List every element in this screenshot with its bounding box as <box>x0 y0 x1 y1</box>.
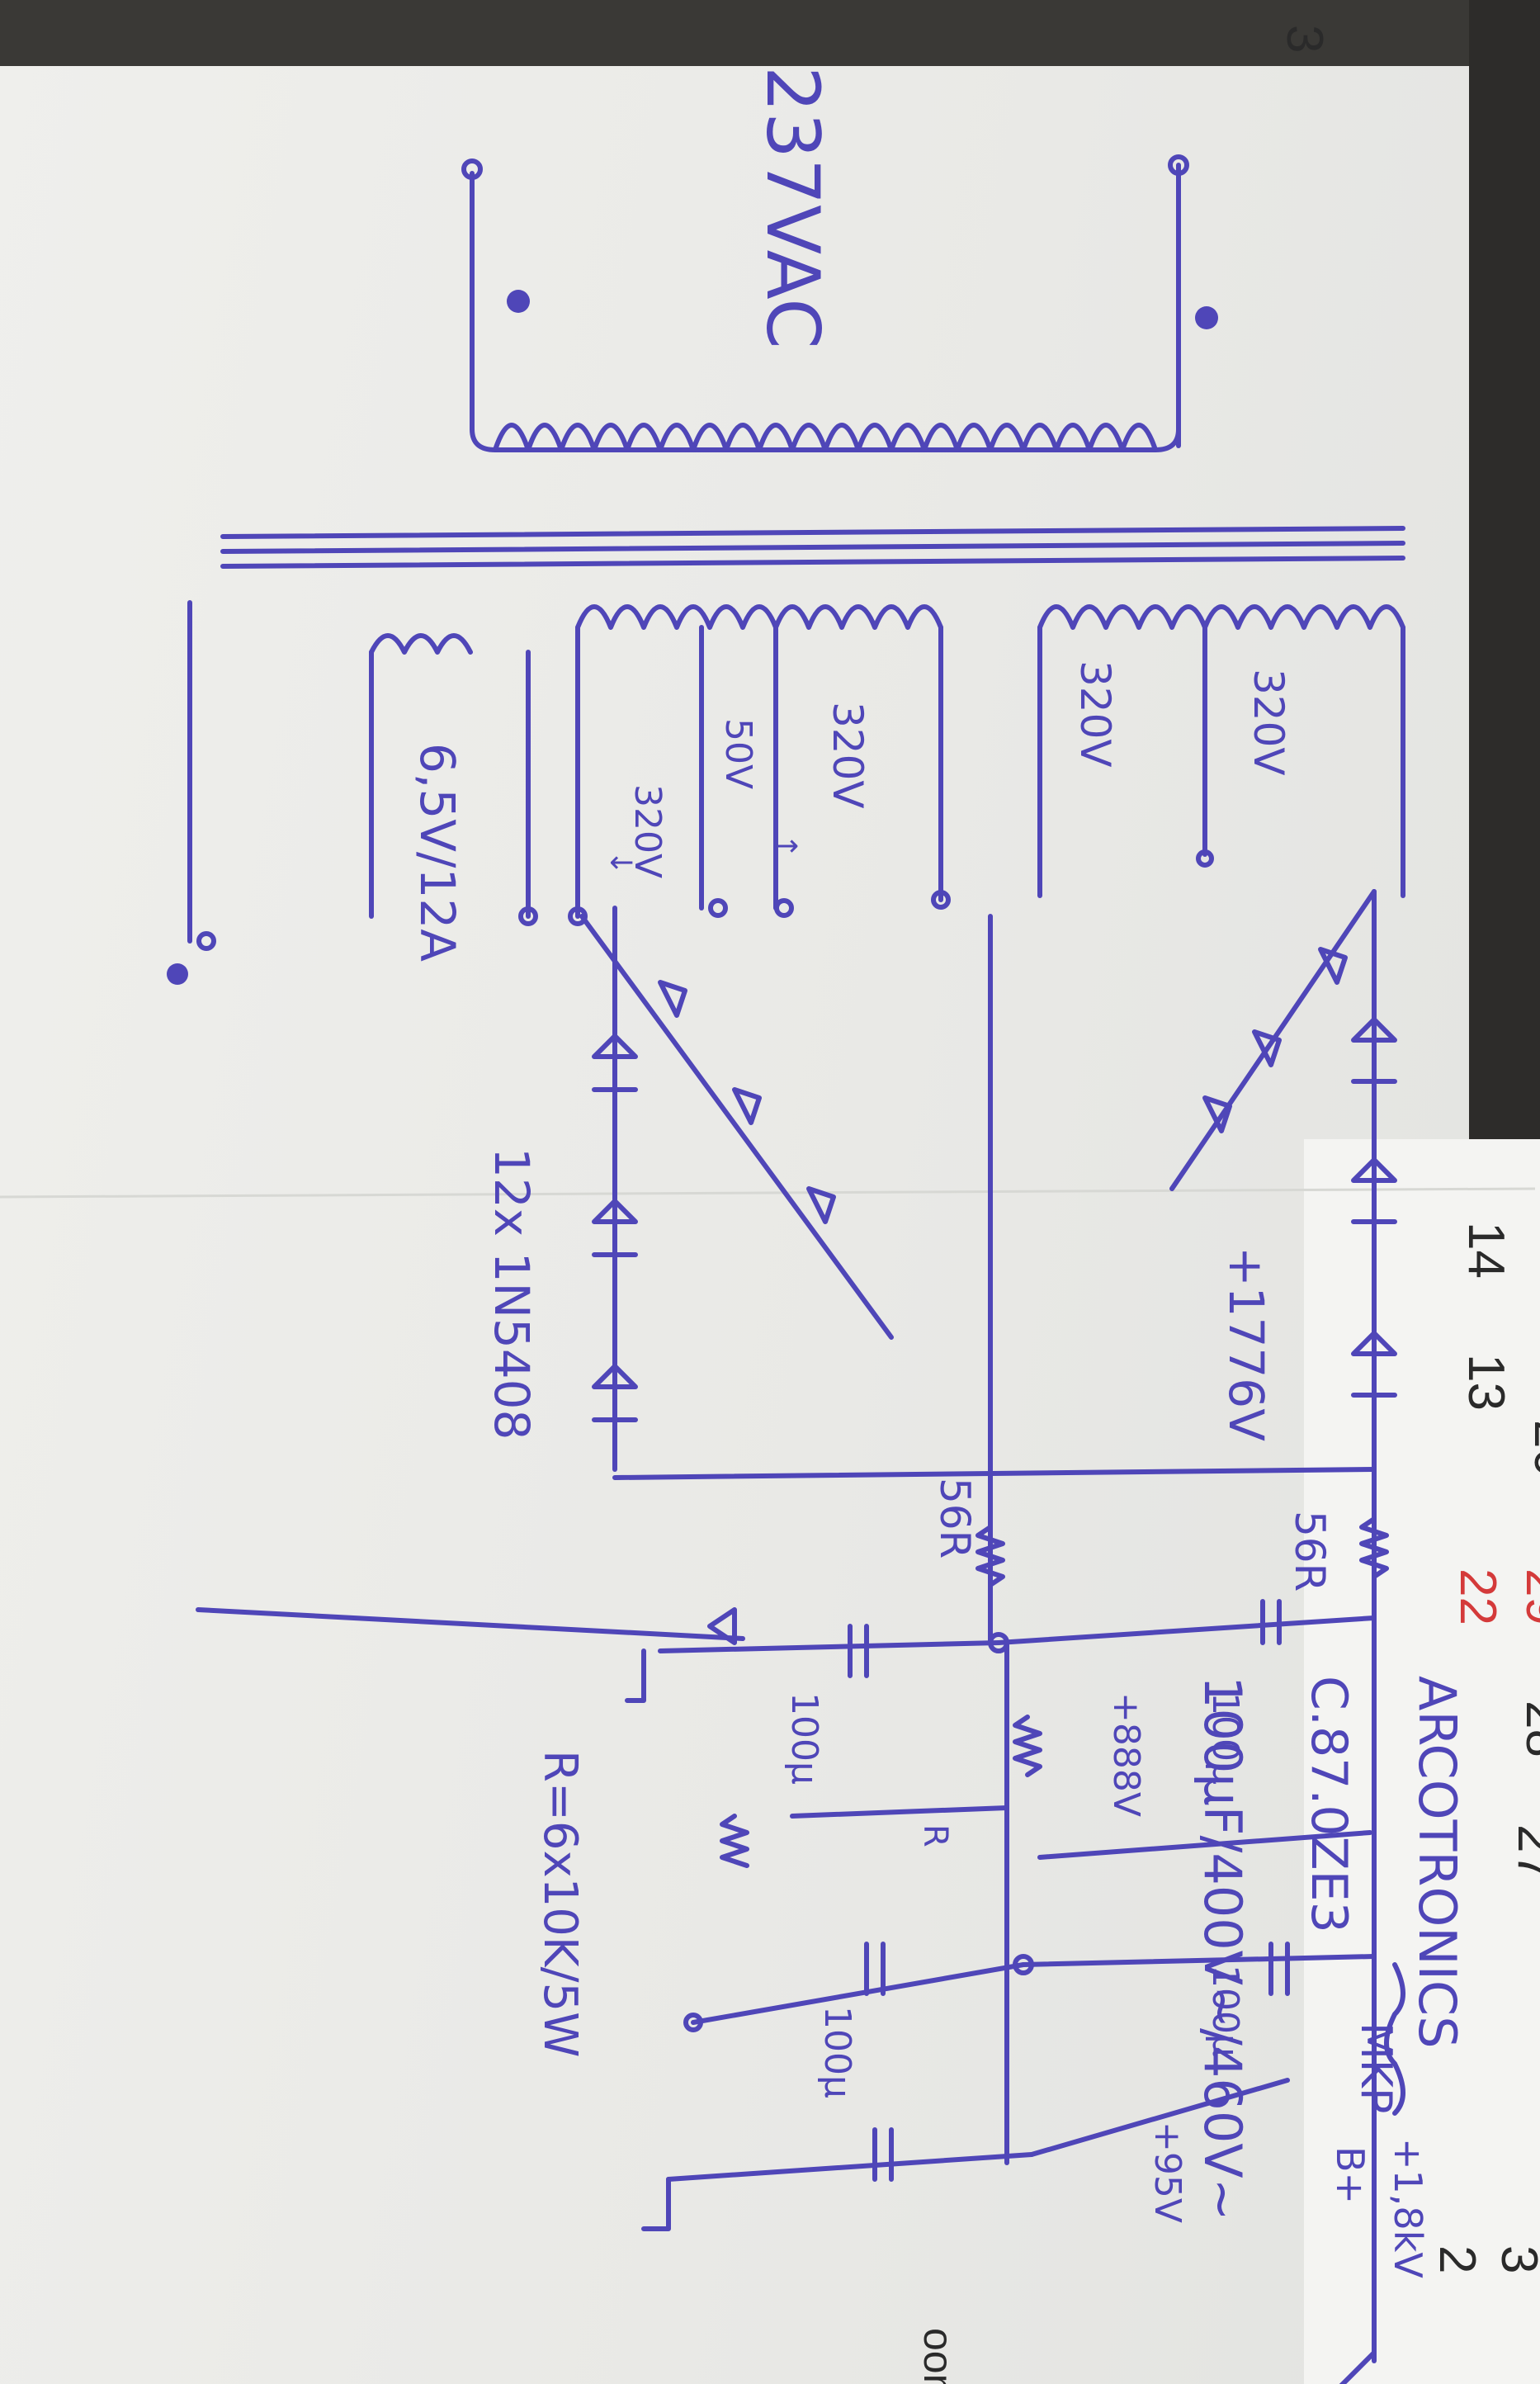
tap-888v-label: +888V <box>1105 1692 1147 1817</box>
fold-line <box>0 1187 1536 1199</box>
cap-type-label: MKP <box>1351 2022 1401 2113</box>
tap-95v-label: +95V <box>1146 2121 1188 2223</box>
resistor-56r-mid-label: 56R <box>931 1478 979 1559</box>
calendar-13: 13 <box>1457 1354 1514 1411</box>
winding-320v-label-c: 320V <box>824 702 872 809</box>
calendar-2: 2 <box>1429 2245 1486 2273</box>
output-bplus-voltage-label: +1,8kV <box>1386 2138 1430 2278</box>
mains-voltage-label: 237VAC <box>750 66 835 349</box>
photo-edge-right <box>1469 0 1540 1156</box>
secondary-winding-hv <box>1037 604 1405 898</box>
winding-320v-tap-label: 320V <box>626 784 668 878</box>
cap-100u-label-d: 100μ <box>816 2006 858 2098</box>
calendar-14: 14 <box>1457 1222 1514 1279</box>
primary-winding <box>461 154 1218 452</box>
calendar-3b: 3 <box>1276 25 1333 53</box>
output-bus <box>612 914 1389 2363</box>
calendar-3: 3 <box>1490 2245 1540 2273</box>
cap-100u-label-b: 100μ <box>783 1692 825 1785</box>
resistor-value-label: R=6x10K/5W <box>533 1750 587 2057</box>
output-1776v-label: +1776V <box>1218 1246 1274 1441</box>
winding-50v-label: 50V <box>717 718 759 789</box>
cap-100u-label-a: 100μ <box>1204 1692 1246 1785</box>
winding-320v-label-a: 320V <box>1245 669 1292 776</box>
diode-chain-bottom <box>579 906 894 1472</box>
calendar-word: oon <box>915 2328 961 2384</box>
calendar-22: 22 <box>1449 1568 1506 1625</box>
calendar-29: 29 <box>1515 1568 1540 1625</box>
resistor-r-label: R <box>916 1824 954 1847</box>
arrow-down-symbol: ↓ <box>603 850 637 875</box>
calendar-page <box>1304 1139 1540 2384</box>
calendar-27: 27 <box>1507 1824 1540 1881</box>
photo-edge-top <box>0 0 1540 66</box>
cap-maker-label: ARCOTRONICS <box>1407 1676 1467 2049</box>
winding-320v-label-b: 320V <box>1071 660 1119 768</box>
calendar-20: 20 <box>1523 1420 1540 1477</box>
secondary-winding-lv <box>568 604 951 926</box>
cap-100u-label-c: 100μ <box>1204 1965 1246 2057</box>
diode-count-label: 12x 1N5408 <box>484 1147 540 1440</box>
calendar-28: 28 <box>1515 1700 1540 1757</box>
resistor-56r-top-label: 56R <box>1286 1511 1334 1592</box>
heater-winding-label: 6,5V/12A <box>409 743 465 962</box>
transformer-core <box>220 526 1405 569</box>
cap-rating-label: 100μF/400V~/460V~ <box>1193 1676 1253 2221</box>
b-plus-label: B+ <box>1328 2146 1372 2204</box>
diode-chain-top <box>1169 889 1397 1472</box>
heater-winding <box>167 600 538 985</box>
cap-part-label: C.87.0ZE3 <box>1300 1676 1358 1933</box>
capacitor-ladder <box>196 1607 1405 2384</box>
arrow-up-symbol: ↑ <box>768 834 802 859</box>
